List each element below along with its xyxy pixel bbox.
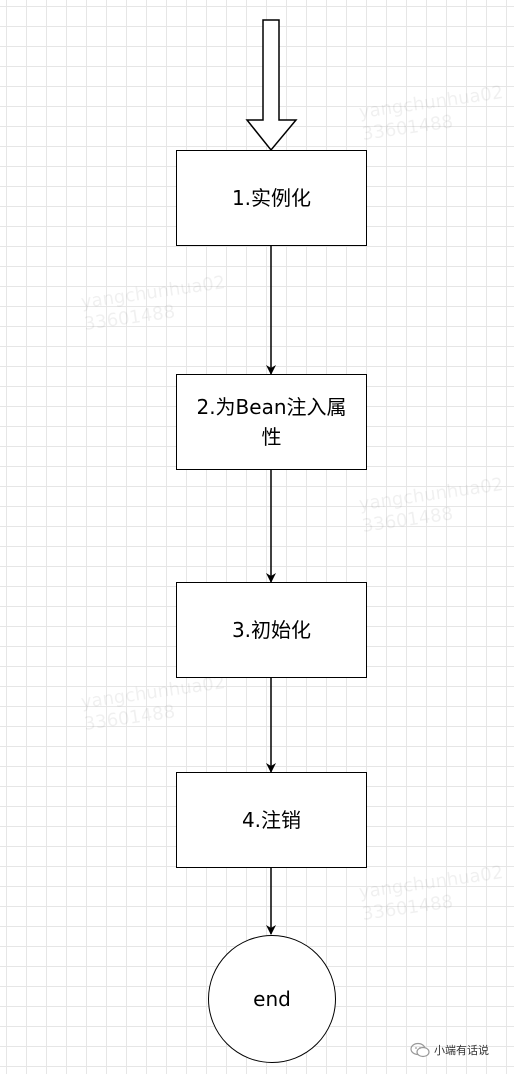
badge-text: 小端有话说 <box>434 1044 489 1057</box>
step-label: 2.为Bean注入属性 <box>196 395 347 449</box>
entry-block-arrow <box>245 19 298 152</box>
step-label: 3.初始化 <box>231 618 312 642</box>
account-badge: 小端有话说 <box>410 1042 489 1058</box>
step-inject-properties[interactable]: 2.为Bean注入属性 <box>176 374 367 470</box>
step-initialize[interactable]: 3.初始化 <box>176 582 367 678</box>
end-label: end <box>253 987 291 1011</box>
step-instantiate[interactable]: 1.实例化 <box>176 150 367 246</box>
end-node[interactable]: end <box>208 935 336 1063</box>
step-label: 4.注销 <box>241 808 302 832</box>
wechat-icon <box>410 1042 430 1058</box>
step-destroy[interactable]: 4.注销 <box>176 772 367 868</box>
step-label: 1.实例化 <box>231 186 312 210</box>
